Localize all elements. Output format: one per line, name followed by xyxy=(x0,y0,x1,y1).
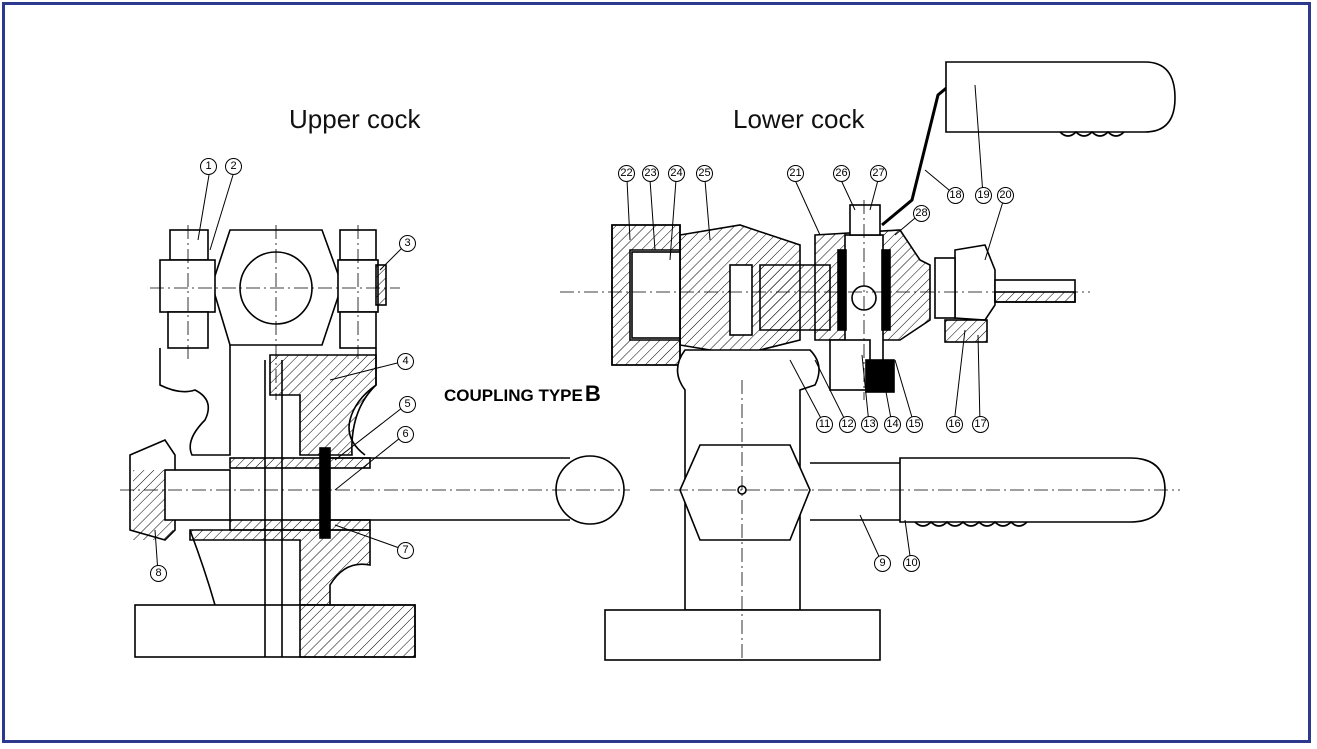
callout-28: 28 xyxy=(913,205,930,222)
upper-centrelines xyxy=(120,225,630,491)
callout-13: 13 xyxy=(861,416,878,433)
callout-18: 18 xyxy=(947,187,964,204)
coupling-insert xyxy=(631,251,681,339)
plug-section-lower xyxy=(229,519,371,531)
callout-25: 25 xyxy=(696,165,713,182)
callout-21: 21 xyxy=(787,165,804,182)
gland-16-17 xyxy=(944,319,988,343)
callout-24: 24 xyxy=(668,165,685,182)
callout-9: 9 xyxy=(874,555,891,572)
callout-26: 26 xyxy=(833,165,850,182)
handle-rod-18 xyxy=(881,83,951,227)
callout-23: 23 xyxy=(642,165,659,182)
callout-10: 10 xyxy=(903,555,920,572)
coupling-type-label: COUPLING TYPEB xyxy=(444,381,601,407)
drain-seal xyxy=(865,359,895,393)
callout-3: 3 xyxy=(399,235,416,252)
upper-cock-title: Upper cock xyxy=(289,104,421,134)
callout-14: 14 xyxy=(884,416,901,433)
callout-11: 11 xyxy=(816,416,833,433)
lower-cock-drawing xyxy=(604,61,1176,661)
washer-3 xyxy=(375,264,387,306)
callout-4: 4 xyxy=(397,353,414,370)
packing-5 xyxy=(319,447,331,539)
upper-cock-drawing xyxy=(129,229,625,658)
nut-20 xyxy=(954,244,996,321)
coupling-type-text: COUPLING TYPE xyxy=(444,386,583,405)
callout-12: 12 xyxy=(839,416,856,433)
callout-8: 8 xyxy=(150,565,167,582)
callout-5: 5 xyxy=(399,396,416,413)
stud-left-body xyxy=(159,259,216,313)
callout-22: 22 xyxy=(618,165,635,182)
callout-19: 19 xyxy=(975,187,992,204)
handle-grip-19 xyxy=(945,61,1176,133)
upper-body-section xyxy=(269,354,377,456)
lower-cock-title: Lower cock xyxy=(733,104,865,134)
lower-flange xyxy=(604,609,881,661)
upper-hex-nut xyxy=(211,229,343,346)
upper-lower-section xyxy=(189,529,371,606)
stud-left-cap xyxy=(169,229,209,261)
callout-20: 20 xyxy=(997,187,1014,204)
plug-section-upper xyxy=(229,457,371,469)
upper-spindle-left xyxy=(164,469,231,521)
callout-6: 6 xyxy=(397,426,414,443)
callout-1: 1 xyxy=(200,158,217,175)
callout-2: 2 xyxy=(225,158,242,175)
coupling-type-suffix: B xyxy=(584,381,601,406)
callout-27: 27 xyxy=(870,165,887,182)
callout-16: 16 xyxy=(946,416,963,433)
callout-17: 17 xyxy=(972,416,989,433)
callout-15: 15 xyxy=(906,416,923,433)
lower-centrelines xyxy=(560,200,1180,660)
callout-7: 7 xyxy=(397,542,414,559)
